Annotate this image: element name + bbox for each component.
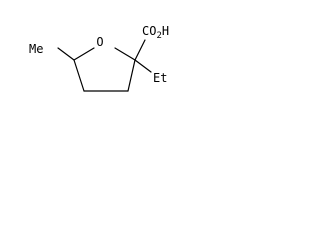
ring-oxygen-label: O bbox=[96, 35, 103, 49]
ethyl-label: Et bbox=[153, 71, 167, 85]
bond-c5-methyl bbox=[57, 47, 75, 61]
carboxyl-h-text: H bbox=[162, 24, 169, 38]
bond-c4-c5 bbox=[73, 59, 85, 92]
carboxyl-co-text: CO bbox=[142, 24, 156, 38]
bond-o1-c2 bbox=[114, 47, 136, 61]
carboxyl-subscript-2: 2 bbox=[156, 31, 161, 41]
carboxyl-label: CO2H bbox=[142, 24, 169, 41]
bond-c2-carboxyl bbox=[134, 39, 146, 61]
label-layer: Me O CO2H Et bbox=[29, 24, 169, 85]
bond-c2-c3 bbox=[127, 59, 136, 92]
structure-diagram: Me O CO2H Et bbox=[29, 24, 169, 92]
bond-c5-o1 bbox=[73, 47, 95, 61]
bond-layer bbox=[57, 39, 152, 92]
bond-c2-ethyl bbox=[134, 59, 152, 73]
methyl-label: Me bbox=[29, 42, 43, 56]
